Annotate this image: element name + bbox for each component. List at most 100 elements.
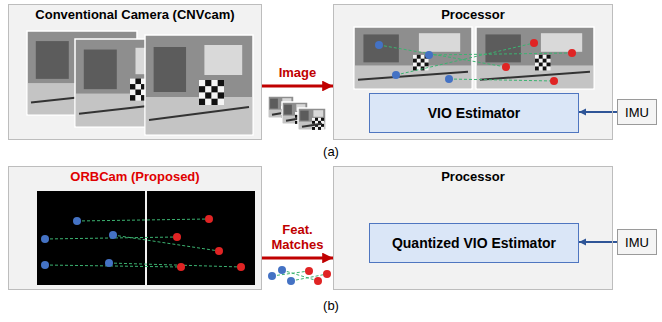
frame-floor [355, 65, 471, 88]
checker-square [539, 59, 543, 63]
edge-label: Feat. Matches [265, 222, 331, 252]
floor-marking [149, 107, 249, 120]
edge-label: Image [265, 65, 331, 80]
checker-square [136, 84, 142, 90]
checker-square [535, 55, 539, 59]
frame-window [419, 33, 460, 52]
feature-dot [173, 233, 181, 241]
feature-frame [147, 191, 255, 285]
frame-wall [84, 50, 117, 90]
illustration-svg [9, 5, 261, 139]
checker-square [205, 86, 211, 92]
checker-square [199, 86, 205, 92]
feature-dot [215, 247, 223, 255]
frame-wall [270, 99, 278, 109]
checker-square [547, 59, 551, 63]
checker-square [130, 95, 136, 101]
feature-dot [323, 270, 331, 278]
process-box: Quantized VIO Estimator [369, 223, 579, 263]
subfigure-label: (b) [323, 298, 339, 313]
checker-square [212, 86, 218, 92]
checker-square [417, 55, 421, 59]
arrow [262, 257, 333, 260]
floor-marking [480, 72, 590, 80]
checker-square [543, 67, 547, 71]
illustration [37, 191, 255, 285]
checker-square [543, 55, 547, 59]
checker-square [312, 121, 315, 124]
illustration [27, 31, 253, 135]
match-line [272, 271, 309, 276]
checker-square [212, 93, 218, 99]
match-line [77, 219, 209, 221]
panel-title: ORBCam (Proposed) [9, 167, 261, 185]
checker-square [218, 93, 224, 99]
feature-dot [445, 75, 453, 83]
checker-square [212, 99, 218, 105]
checker-square [417, 63, 421, 67]
box-label: IMU [625, 235, 649, 250]
checker-square [218, 80, 224, 86]
checker-square [212, 80, 218, 86]
panel: VIO EstimatorProcessor [333, 4, 613, 140]
frame-window [541, 33, 582, 52]
box-label: Quantized VIO Estimator [392, 235, 556, 251]
feature-dot [177, 263, 185, 271]
match-stream [268, 266, 331, 285]
feature-dot [73, 217, 81, 225]
sensor-box: IMU [617, 229, 657, 255]
checker-square [535, 59, 539, 63]
feature-dot [287, 277, 295, 285]
checker-square [218, 99, 224, 105]
match-line [109, 263, 241, 267]
checker-square [218, 86, 224, 92]
box-label: VIO Estimator [428, 105, 521, 121]
frame-wall [485, 34, 520, 62]
checker-square [199, 99, 205, 105]
checker-square [425, 63, 429, 67]
match-line [429, 53, 572, 55]
feature-dot [550, 77, 558, 85]
floor-marking [302, 124, 322, 127]
feature-dot [105, 259, 113, 267]
feature-dot [41, 235, 49, 243]
panel: ORBCam (Proposed) [8, 166, 262, 290]
arrow [579, 241, 617, 243]
panel-fill [333, 166, 613, 290]
checker-square [205, 80, 211, 86]
frame-wall [154, 47, 186, 92]
match-line [45, 265, 181, 267]
arrow [262, 85, 333, 88]
match-line [396, 43, 534, 75]
checker-square [539, 67, 543, 71]
checker-square [547, 67, 551, 71]
feature-dot [425, 51, 433, 59]
checker-square [413, 59, 417, 63]
checker-square [315, 121, 318, 124]
frame-wall [284, 105, 292, 115]
feature-dot [375, 41, 383, 49]
checker-square [130, 90, 136, 96]
checker-square [205, 99, 211, 105]
frame-window [313, 110, 323, 117]
checker-square [421, 63, 425, 67]
checker-square [543, 59, 547, 63]
checker-square [321, 118, 324, 121]
checker-square [130, 79, 136, 85]
frame-floor [299, 122, 325, 129]
feature-dot [109, 231, 117, 239]
camera-frame [476, 27, 594, 89]
checker-square [205, 93, 211, 99]
feature-dot [205, 215, 213, 223]
process-box: VIO Estimator [369, 93, 579, 133]
feature-dot [237, 263, 245, 271]
checker-square [539, 55, 543, 59]
checker-square [199, 93, 205, 99]
thumbnail-stack [268, 96, 326, 130]
match-line [113, 235, 219, 251]
checker-square [130, 84, 136, 90]
feature-dot [41, 261, 49, 269]
checker-square [315, 127, 318, 130]
checker-square [417, 59, 421, 63]
checker-square [315, 118, 318, 121]
